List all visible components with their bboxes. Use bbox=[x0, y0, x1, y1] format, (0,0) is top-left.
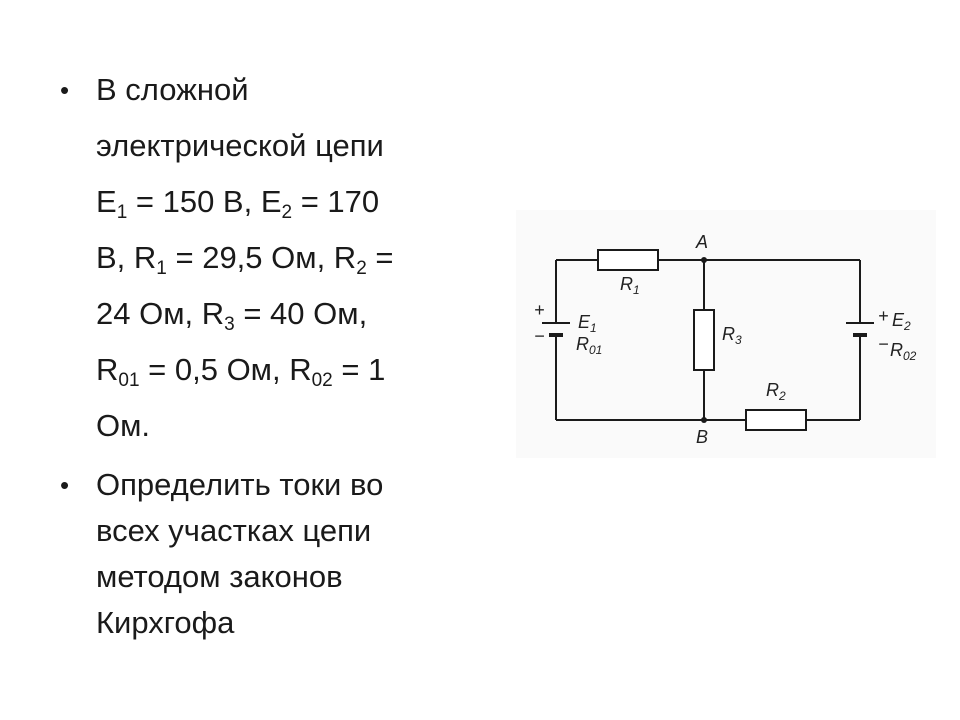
text-line: Определить токи во bbox=[96, 462, 478, 508]
label-r1: R1 bbox=[620, 274, 640, 297]
text-segment: = 170 bbox=[292, 184, 380, 219]
label-r01: R01 bbox=[576, 334, 602, 357]
circuit-wires bbox=[555, 259, 861, 421]
resistor-r3 bbox=[693, 309, 715, 371]
subscript: 2 bbox=[281, 202, 293, 223]
battery-e1 bbox=[542, 322, 570, 337]
text-segment: = 40 Ом, bbox=[234, 296, 368, 331]
text-line: R01 = 0,5 Ом, R02 = 1 bbox=[96, 342, 478, 398]
label-e2: E2 bbox=[892, 310, 911, 333]
text-segment: В, R bbox=[96, 240, 157, 275]
text-segment: электрической цепи bbox=[96, 128, 384, 163]
subscript: 01 bbox=[118, 370, 140, 391]
text-segment: = 0,5 Ом, R bbox=[139, 352, 312, 387]
text-segment: Определить токи во bbox=[96, 467, 384, 502]
node-b-label: B bbox=[696, 427, 708, 447]
text-line: методом законов bbox=[96, 554, 478, 600]
text-segment: = 150 В, E bbox=[127, 184, 282, 219]
node-b-dot bbox=[701, 417, 707, 423]
resistor-r2 bbox=[745, 409, 807, 431]
subscript: 02 bbox=[311, 370, 333, 391]
resistor-r1 bbox=[597, 249, 659, 271]
label-r3: R3 bbox=[722, 324, 742, 347]
text-segment: Кирхгофа bbox=[96, 605, 235, 640]
subscript: 1 bbox=[116, 202, 128, 223]
text-line: 24 Ом, R3 = 40 Ом, bbox=[96, 286, 478, 342]
node-a-label: A bbox=[695, 232, 708, 252]
text-segment: = 29,5 Ом, R bbox=[166, 240, 357, 275]
label-r2: R2 bbox=[766, 380, 786, 403]
text-segment: R bbox=[96, 352, 119, 387]
text-segment: E bbox=[96, 184, 117, 219]
subscript: 2 bbox=[356, 258, 367, 279]
e2-minus-sign: − bbox=[878, 334, 889, 354]
label-r02: R02 bbox=[890, 340, 917, 363]
battery-e2 bbox=[846, 322, 874, 337]
e1-plus-sign: + bbox=[534, 300, 545, 320]
label-e1: E1 bbox=[578, 312, 597, 335]
text-segment: всех участках цепи bbox=[96, 513, 372, 548]
e2-plus-sign: + bbox=[878, 306, 889, 326]
subscript: 1 bbox=[156, 258, 167, 279]
text-segment: = bbox=[366, 240, 394, 275]
text-line: E1 = 150 В, E2 = 170 bbox=[96, 174, 478, 230]
bullet-dot: • bbox=[60, 470, 70, 500]
subscript: 3 bbox=[224, 314, 235, 335]
circuit-diagram: A B R1 R3 R2 + − E1 R01 + − E2 R02 bbox=[516, 210, 936, 458]
text-line: Ом. bbox=[96, 398, 478, 454]
text-line: В сложной bbox=[96, 62, 478, 118]
bullet-dot: • bbox=[60, 75, 70, 105]
text-line: Кирхгофа bbox=[96, 600, 478, 646]
circuit-svg: A B R1 R3 R2 + − E1 R01 + − E2 R02 bbox=[534, 232, 917, 447]
text-segment: методом законов bbox=[96, 559, 343, 594]
text-segment: = 1 bbox=[332, 352, 386, 387]
text-line: всех участках цепи bbox=[96, 508, 478, 554]
e1-minus-sign: − bbox=[534, 326, 545, 346]
text-segment: Ом. bbox=[96, 408, 151, 443]
node-a-dot bbox=[701, 257, 707, 263]
bullet-text: Определить токи во всех участках цепи мето… bbox=[96, 462, 478, 646]
text-line: В, R1 = 29,5 Ом, R2 = bbox=[96, 230, 478, 286]
text-segment: 24 Ом, R bbox=[96, 296, 225, 331]
bullet-task: • Определить токи во всех участках цепи ме… bbox=[48, 462, 478, 646]
text-segment: В сложной bbox=[96, 72, 249, 107]
text-line: электрической цепи bbox=[96, 118, 478, 174]
